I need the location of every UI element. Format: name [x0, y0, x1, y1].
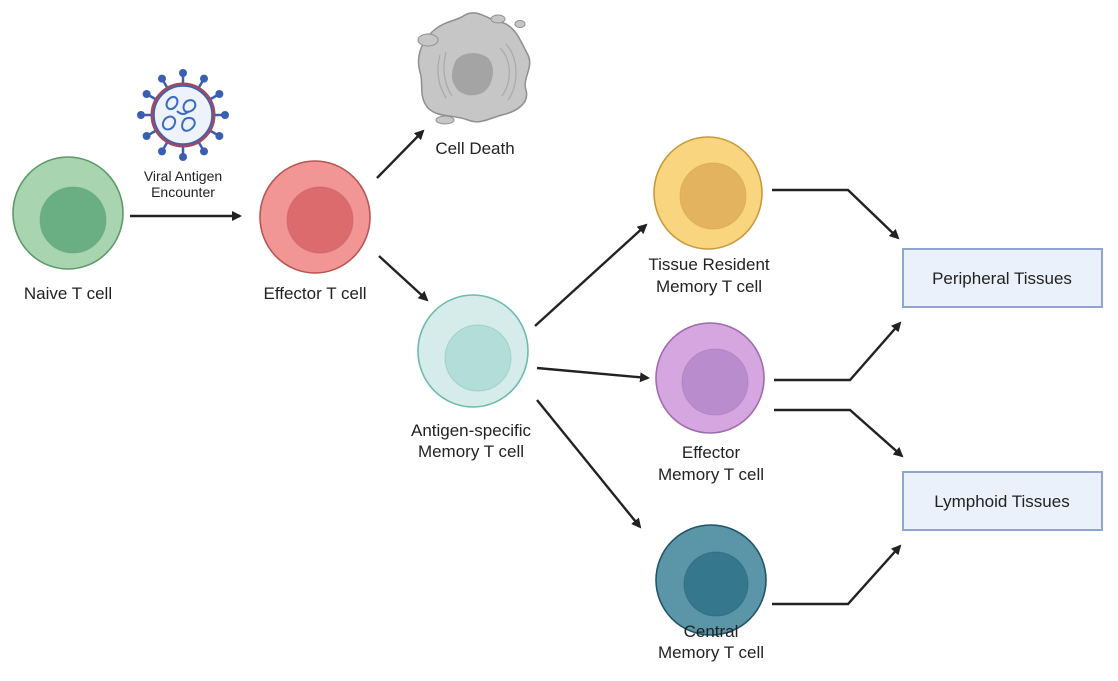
cell-nucleus [286, 186, 354, 254]
arrow-effector-memory-to-lymphoid [774, 408, 904, 458]
arrow-effector-memory-to-peripheral [774, 321, 902, 382]
central-memory-t-cell-icon [655, 524, 767, 636]
central-memory-label-line2: Memory T cell [658, 643, 764, 662]
arrow-central-memory-to-lymphoid [772, 544, 902, 606]
cell-nucleus [681, 348, 749, 416]
dead-cell-icon [417, 12, 531, 125]
lymphoid-tissues-box: Lymphoid Tissues [902, 471, 1103, 531]
antigen-specific-label-line2: Memory T cell [418, 442, 524, 461]
arrow-tissue-resident-to-peripheral [772, 188, 900, 240]
arrow-effector-to-death [376, 129, 425, 179]
peripheral-tissues-label: Peripheral Tissues [932, 269, 1072, 288]
peripheral-tissues-box: Peripheral Tissues [902, 248, 1103, 308]
antigen-specific-label-line1: Antigen-specific [411, 421, 532, 440]
virus-icon [137, 69, 229, 161]
virus-label-line1: Viral Antigen [144, 168, 222, 184]
central-memory-label-line1: Central [684, 622, 739, 641]
naive-t-cell-label: Naive T cell [24, 284, 112, 303]
naive-t-cell-icon [12, 156, 124, 270]
arrows [130, 129, 904, 606]
arrow-effector-to-memory [378, 255, 429, 302]
arrow-memory-to-effector-memory [536, 366, 650, 383]
tissue-resident-t-cell-icon [653, 136, 763, 250]
effector-t-cell-label: Effector T cell [264, 284, 367, 303]
cell-nucleus [444, 324, 512, 392]
cell-nucleus [683, 551, 749, 617]
antigen-specific-t-cell-icon [417, 294, 529, 408]
effector-memory-label-line2: Memory T cell [658, 465, 764, 484]
effector-t-cell-icon [259, 160, 371, 274]
arrow-memory-to-central-memory [536, 399, 642, 529]
tissue-resident-label-line2: Memory T cell [656, 277, 762, 296]
cell-nucleus [679, 162, 747, 230]
arrow-memory-to-tissue-resident [534, 223, 648, 327]
effector-memory-t-cell-icon [655, 322, 765, 434]
lymphoid-tissues-label: Lymphoid Tissues [934, 492, 1069, 511]
virus-label-line2: Encounter [151, 184, 215, 200]
effector-memory-label-line1: Effector [682, 443, 741, 462]
cell-death-label: Cell Death [435, 139, 514, 158]
tissue-resident-label-line1: Tissue Resident [648, 255, 770, 274]
cell-nucleus [39, 186, 107, 254]
